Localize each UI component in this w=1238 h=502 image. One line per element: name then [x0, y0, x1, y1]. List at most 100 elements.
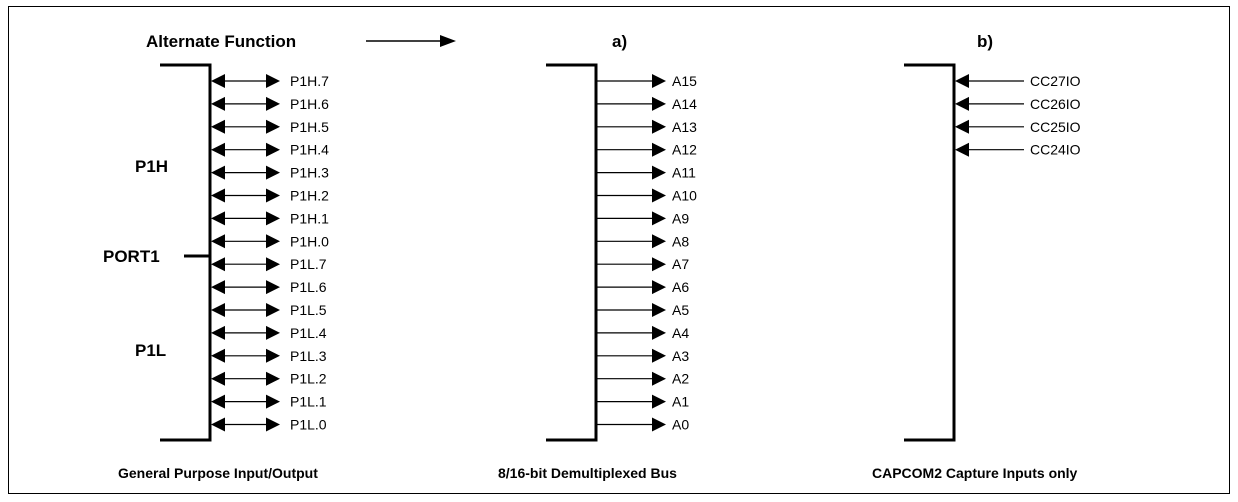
capcom-pin-row: CC27IO — [955, 73, 1081, 89]
bus-pin-row: A4 — [597, 325, 689, 341]
gpio-pin-row: P1H.3 — [211, 165, 329, 181]
left-arrowhead-icon — [211, 96, 225, 111]
right-arrowhead-icon — [652, 142, 666, 157]
right-arrowhead-icon — [652, 188, 666, 203]
gpio-pin-row: P1H.5 — [211, 119, 329, 135]
gpio-pin-row: P1H.6 — [211, 96, 329, 112]
left-arrowhead-icon — [211, 211, 225, 226]
left-arrowhead-icon — [211, 165, 225, 180]
bus-pin-label: A11 — [672, 165, 696, 181]
gpio-pin-label: P1L.5 — [290, 302, 327, 318]
gpio-pin-label: P1L.6 — [290, 279, 327, 295]
left-arrowhead-icon — [211, 325, 225, 340]
left-arrowhead-icon — [955, 74, 969, 88]
alternate-function-label: Alternate Function — [146, 32, 296, 51]
bus-pin-group: 8/16-bit Demultiplexed Bus A15A14A13A12A… — [498, 63, 697, 481]
alternate-function-arrow — [366, 35, 456, 47]
left-arrowhead-icon — [955, 96, 969, 111]
bus-pin-label: A1 — [672, 394, 689, 410]
right-arrowhead-icon — [652, 234, 666, 249]
left-arrowhead-icon — [955, 142, 969, 157]
right-arrowhead-icon — [266, 211, 280, 226]
gpio-pin-label: P1L.3 — [290, 348, 327, 364]
gpio-pin-row: P1L.4 — [211, 325, 327, 341]
bus-pin-row: A15 — [597, 73, 697, 89]
gpio-pin-row: P1L.0 — [211, 417, 327, 433]
capcom-pin-row: CC24IO — [955, 142, 1081, 158]
diagram-frame — [8, 6, 1230, 494]
bus-pin-label: A13 — [672, 119, 697, 135]
bus-pin-label: A0 — [672, 417, 689, 433]
gpio-pin-label: P1L.0 — [290, 417, 327, 433]
right-arrowhead-icon — [266, 74, 280, 88]
bus-pin-label: A5 — [672, 302, 689, 318]
right-arrowhead-icon — [652, 303, 666, 317]
gpio-pin-label: P1H.3 — [290, 165, 329, 181]
p1l-label: P1L — [135, 341, 166, 360]
capcom-pin-label: CC24IO — [1030, 142, 1081, 158]
bus-pin-label: A10 — [672, 188, 697, 204]
bus-pin-row: A9 — [597, 210, 689, 226]
bus-pin-row: A1 — [597, 394, 689, 410]
right-arrowhead-icon — [266, 325, 280, 340]
gpio-caption: General Purpose Input/Output — [118, 465, 318, 481]
bus-pin-label: A2 — [672, 371, 689, 387]
port1-label: PORT1 — [103, 247, 160, 266]
bus-caption: 8/16-bit Demultiplexed Bus — [498, 465, 677, 481]
right-arrowhead-icon — [266, 96, 280, 111]
capcom-pin-row: CC25IO — [955, 119, 1081, 135]
gpio-pin-row: P1H.1 — [211, 210, 329, 226]
gpio-pin-row: P1L.3 — [211, 348, 327, 364]
bus-pin-row: A7 — [597, 256, 689, 272]
right-arrowhead-icon — [652, 371, 666, 386]
bus-pin-row: A3 — [597, 348, 689, 364]
left-arrowhead-icon — [211, 394, 225, 409]
gpio-pin-row: P1H.2 — [211, 188, 329, 204]
right-arrowhead-icon — [652, 348, 666, 363]
bus-pin-label: A9 — [672, 210, 689, 226]
right-arrowhead-icon — [266, 234, 280, 249]
left-arrowhead-icon — [211, 234, 225, 249]
bus-pin-row: A11 — [597, 165, 696, 181]
capcom-pin-row: CC26IO — [955, 96, 1081, 112]
bus-pin-label: A12 — [672, 142, 697, 158]
right-arrowhead-icon — [266, 188, 280, 203]
gpio-pin-row: P1H.0 — [211, 233, 329, 249]
left-arrowhead-icon — [211, 257, 225, 272]
column-b-label: b) — [977, 32, 993, 51]
bus-pin-row: A6 — [597, 279, 689, 295]
right-arrowhead-icon — [652, 394, 666, 409]
bus-pin-row: A0 — [597, 417, 689, 433]
gpio-pin-label: P1H.1 — [290, 210, 329, 226]
left-arrowhead-icon — [211, 303, 225, 317]
gpio-pin-label: P1L.4 — [290, 325, 327, 341]
capcom-pin-label: CC26IO — [1030, 96, 1081, 112]
left-arrowhead-icon — [211, 348, 225, 363]
right-arrowhead-icon — [266, 303, 280, 317]
capcom-pin-label: CC27IO — [1030, 73, 1081, 89]
right-arrowhead-icon — [266, 142, 280, 157]
left-arrowhead-icon — [211, 280, 225, 295]
right-arrowhead-icon — [266, 119, 280, 134]
bus-pin-row: A12 — [597, 142, 697, 158]
right-arrowhead-icon — [652, 74, 666, 88]
right-arrowhead-icon — [652, 417, 666, 432]
left-arrowhead-icon — [955, 119, 969, 134]
bus-pin-label: A4 — [672, 325, 689, 341]
gpio-pin-label: P1H.6 — [290, 96, 329, 112]
gpio-pin-row: P1L.7 — [211, 256, 327, 272]
right-arrowhead-icon — [652, 280, 666, 295]
gpio-pin-row: P1L.1 — [211, 394, 327, 410]
bus-pin-row: A5 — [597, 302, 689, 318]
right-arrowhead-icon — [652, 165, 666, 180]
bus-pin-row: A13 — [597, 119, 697, 135]
bus-pin-label: A6 — [672, 279, 689, 295]
capcom-pin-group: CAPCOM2 Capture Inputs only CC27IO CC26IO… — [872, 63, 1081, 481]
left-arrowhead-icon — [211, 188, 225, 203]
left-arrowhead-icon — [211, 371, 225, 386]
right-arrowhead-icon — [652, 325, 666, 340]
left-arrowhead-icon — [211, 119, 225, 134]
gpio-pin-row: P1L.2 — [211, 371, 327, 387]
capcom-caption: CAPCOM2 Capture Inputs only — [872, 465, 1078, 481]
